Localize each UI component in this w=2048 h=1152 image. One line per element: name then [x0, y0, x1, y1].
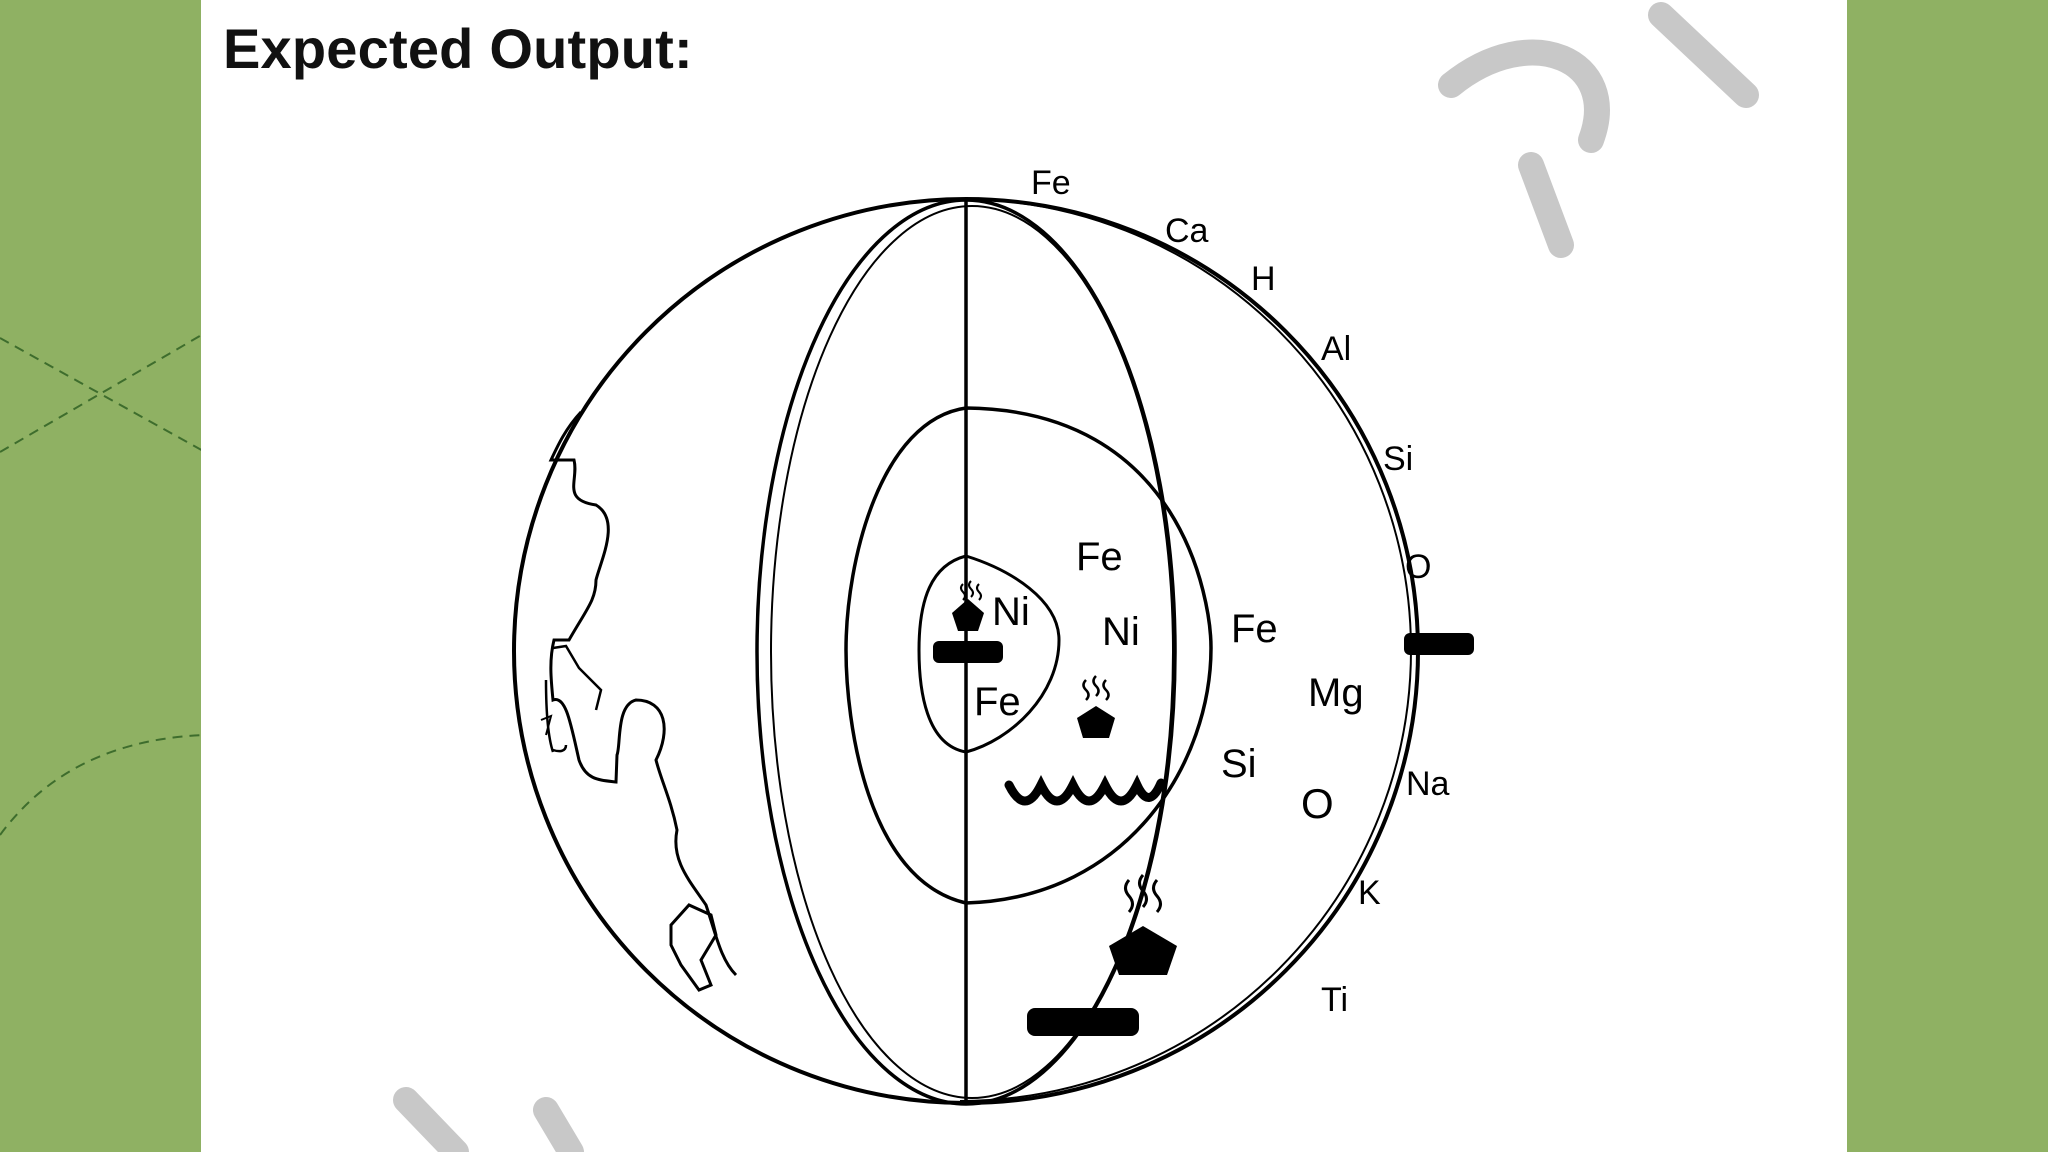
- continent-island-icon: [540, 714, 553, 736]
- heat-wave: [1092, 675, 1100, 697]
- continent-fragment-icon: [669, 903, 718, 992]
- heat-wave: [1102, 679, 1110, 701]
- inner-core-label: Fe: [974, 680, 1021, 724]
- heat-wave: [1124, 879, 1134, 913]
- crust-label: O: [1405, 548, 1431, 586]
- rock-shape: [1109, 926, 1177, 975]
- bg-dashed-line: [0, 337, 206, 453]
- hot-rock-icon: [1077, 706, 1115, 738]
- crust-label: Ca: [1165, 212, 1209, 250]
- crust-label: Ti: [1321, 981, 1348, 1019]
- slide-panel: Expected Output: Fe C: [201, 0, 1847, 1152]
- outer-core-boundary: [844, 406, 1213, 905]
- heat-waves-icon: [1124, 874, 1162, 913]
- mantle-label: Fe: [1231, 607, 1278, 651]
- rock-shape: [952, 599, 984, 631]
- crust-label: H: [1251, 260, 1276, 298]
- heat-waves-icon: [960, 580, 982, 601]
- heat-wave: [976, 583, 982, 601]
- mantle-label: Si: [1221, 742, 1257, 786]
- crust-label: Fe: [1031, 164, 1071, 202]
- watermark-stroke: [1518, 152, 1574, 258]
- watermark-stroke: [393, 1087, 469, 1152]
- magma-bar-icon: [933, 641, 1003, 663]
- mantle-label: Mg: [1308, 671, 1364, 715]
- crust-label: K: [1358, 874, 1381, 912]
- continent-outline-icon: [552, 644, 603, 711]
- continent-outline-icon: [548, 410, 738, 977]
- outer-core-label: Ni: [1102, 610, 1140, 654]
- continent-outline-icon: [552, 744, 568, 753]
- slide-heading: Expected Output:: [223, 17, 693, 80]
- heat-wave: [1152, 879, 1162, 913]
- rock-shape: [1077, 706, 1115, 738]
- heat-waves-icon: [1082, 675, 1110, 701]
- crust-label: Al: [1321, 330, 1351, 368]
- bg-dashed-line: [0, 332, 206, 453]
- magma-bar-icon: [1027, 1008, 1139, 1036]
- outer-core-label: Fe: [1076, 535, 1123, 579]
- watermark: [393, 2, 1759, 1152]
- water-waves-icon: [1004, 774, 1166, 806]
- earth-layers-diagram: Fe Ca H Al Si O Na K Ti Fe Mg Si O Fe Ni…: [393, 2, 1759, 1152]
- watermark-stroke: [1438, 39, 1610, 153]
- heat-wave: [1082, 679, 1090, 701]
- hot-rock-icon: [1109, 926, 1177, 975]
- crust-label: Na: [1406, 765, 1450, 803]
- cutaway-inner-edge: [770, 205, 1174, 1099]
- hot-rock-icon: [952, 599, 984, 631]
- crust-label: Si: [1383, 440, 1413, 478]
- inner-core-boundary: [917, 554, 1061, 754]
- mantle-label: O: [1301, 780, 1334, 827]
- bg-dashed-arc: [0, 734, 206, 836]
- heat-wave: [1138, 874, 1148, 908]
- heat-wave: [960, 583, 966, 601]
- watermark-stroke: [533, 1097, 584, 1152]
- magma-bar-icon: [1404, 633, 1474, 655]
- watermark-stroke: [1648, 2, 1759, 108]
- heat-wave: [968, 580, 974, 598]
- inner-core-label: Ni: [992, 590, 1030, 634]
